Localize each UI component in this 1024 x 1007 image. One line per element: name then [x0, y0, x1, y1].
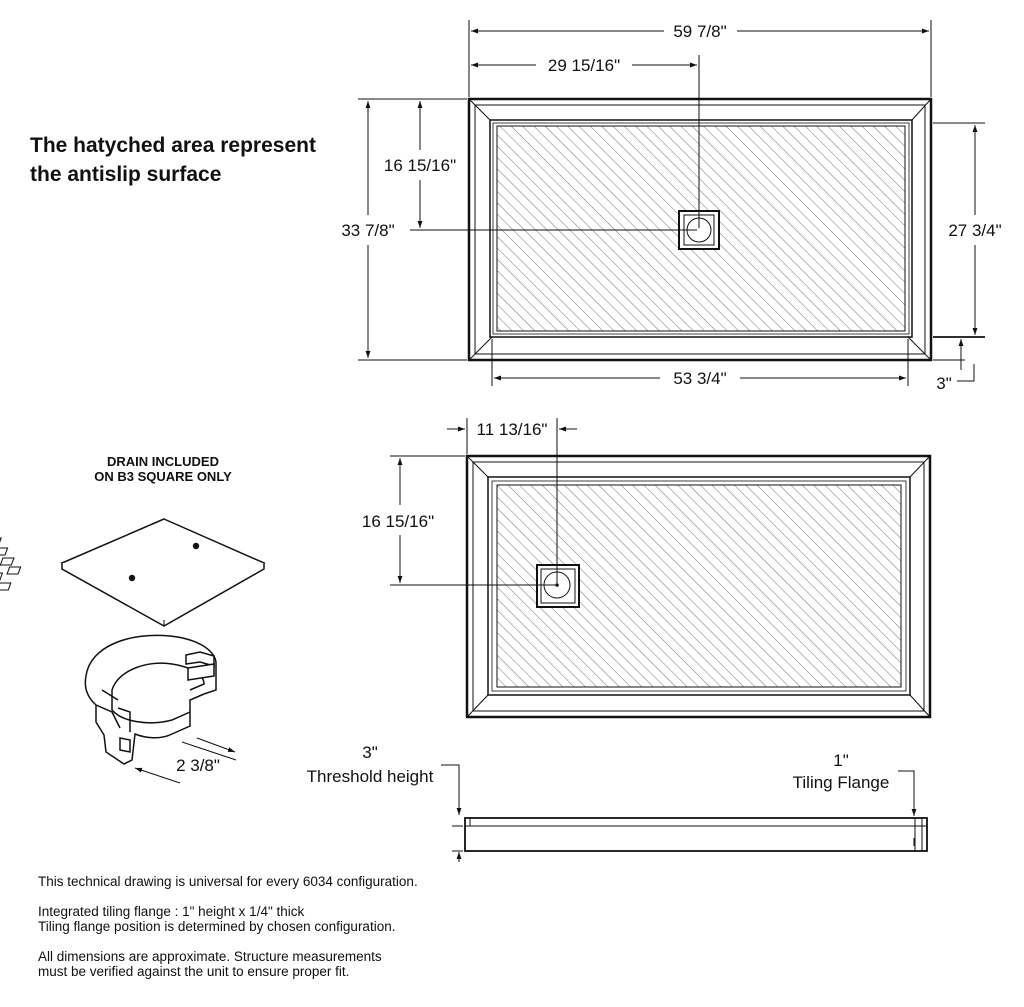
- dim-drain-offset-y: 16 15/16": [384, 156, 456, 175]
- dim-drain-offset-x: 29 15/16": [548, 56, 620, 75]
- note-approximate: All dimensions are approximate. Structur…: [38, 949, 382, 979]
- dim-inner-depth: 27 3/4": [948, 221, 1001, 240]
- antislip-heading: The hatyched area represent the antislip…: [30, 131, 360, 189]
- antislip-floor: [489, 119, 913, 338]
- side-view: 3" Threshold height 1" Tiling Flange: [307, 743, 928, 862]
- dim2-drain-offset-x: 11 13/16": [477, 420, 548, 439]
- top-view: 59 7/8" 29 15/16" 16 15/16" 33 7/8" 27 3…: [341, 20, 1002, 393]
- second-view: 11 13/16" 16 15/16": [362, 418, 932, 719]
- note-universal: This technical drawing is universal for …: [38, 874, 418, 889]
- dim-threshold-depth: 3": [936, 374, 952, 393]
- flange-label: Tiling Flange: [793, 773, 890, 792]
- flange-value: 1": [833, 751, 849, 770]
- heading-line-1: The hatyched area represent: [30, 134, 316, 157]
- drain-illustration: 2 3/8": [0, 518, 266, 784]
- dim2-drain-offset-y: 16 15/16": [362, 512, 434, 531]
- drain-title-line-1: DRAIN INCLUDED: [107, 454, 219, 469]
- dim-overall-depth: 33 7/8": [341, 221, 394, 240]
- tray-side-profile: [464, 817, 928, 852]
- drain-grate-icon: [0, 518, 266, 627]
- antislip-floor-2: [487, 476, 911, 696]
- dim-drain-body-height: 2 3/8": [176, 756, 220, 775]
- threshold-value: 3": [362, 743, 378, 762]
- threshold-label: Threshold height: [307, 767, 434, 786]
- drain-body-icon: [84, 634, 217, 765]
- dim-inner-width: 53 3/4": [673, 369, 726, 388]
- heading-line-2: the antislip surface: [30, 163, 222, 186]
- note-flange: Integrated tiling flange : 1" height x 1…: [38, 904, 396, 934]
- notes: This technical drawing is universal for …: [38, 874, 598, 994]
- drain-title-line-2: ON B3 SQUARE ONLY: [94, 469, 232, 484]
- tray2-outer-edge: [465, 454, 932, 719]
- dim-overall-width: 59 7/8": [673, 22, 726, 41]
- drain-title: DRAIN INCLUDED ON B3 SQUARE ONLY: [60, 454, 266, 484]
